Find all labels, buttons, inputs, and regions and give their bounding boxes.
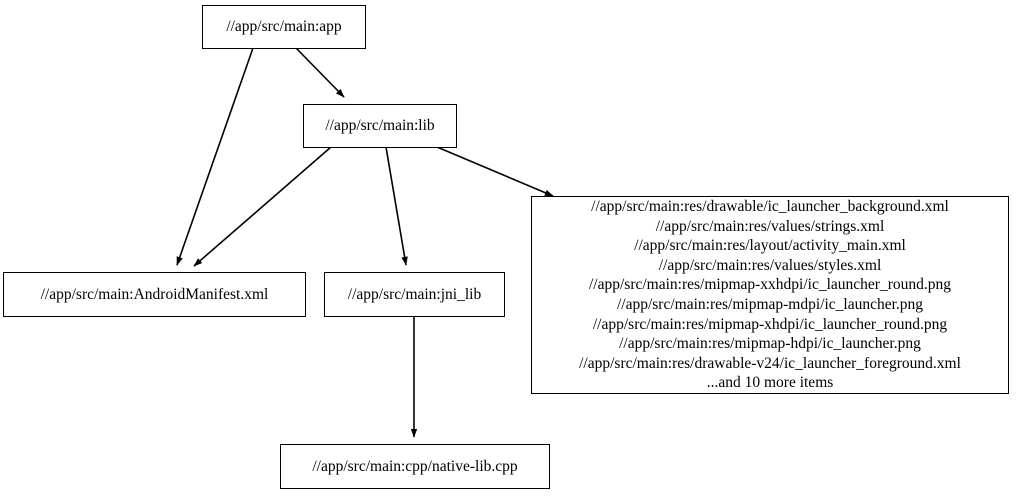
node-app[interactable]: //app/src/main:app [202,5,366,49]
node-android-manifest[interactable]: //app/src/main:AndroidManifest.xml [3,272,306,317]
edge-lib-to-jni-lib [385,146,408,266]
node-native-lib-cpp-label: //app/src/main:cpp/native-lib.cpp [312,457,518,475]
node-app-label: //app/src/main:app [226,18,342,36]
node-lib-label: //app/src/main:lib [325,117,435,135]
edge-app-to-manifest [176,47,254,266]
edge-app-to-lib [295,47,345,98]
node-android-manifest-label: //app/src/main:AndroidManifest.xml [40,285,269,303]
node-lib[interactable]: //app/src/main:lib [303,104,457,148]
node-resources-label: //app/src/main:res/drawable/ic_launcher_… [579,198,961,392]
edge-lib-to-resources [436,146,554,197]
edge-lib-to-manifest [193,146,332,267]
node-jni-lib-label: //app/src/main:jni_lib [347,285,482,303]
node-native-lib-cpp[interactable]: //app/src/main:cpp/native-lib.cpp [280,444,550,489]
node-jni-lib[interactable]: //app/src/main:jni_lib [324,272,505,317]
node-resources[interactable]: //app/src/main:res/drawable/ic_launcher_… [531,196,1009,394]
